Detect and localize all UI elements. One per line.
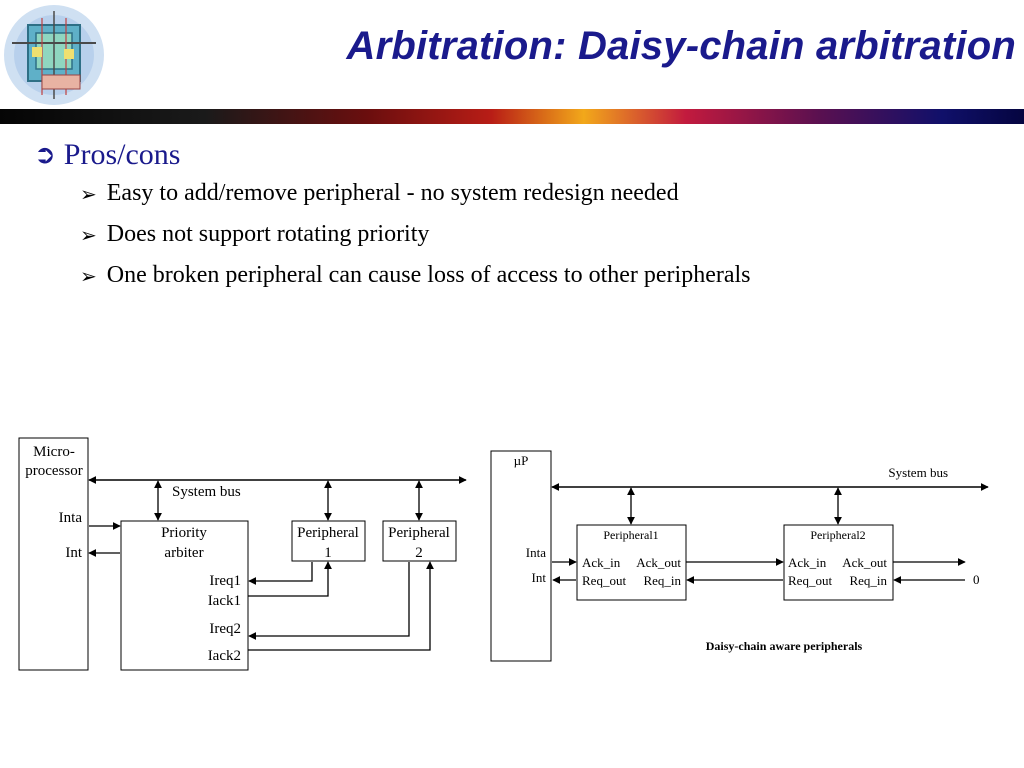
up-box <box>490 450 552 662</box>
micro-label: Micro- <box>33 444 75 460</box>
iack1-wire <box>248 561 332 597</box>
iack2-wire <box>248 561 434 651</box>
bullet-main-text: Pros/cons <box>63 138 181 171</box>
peripheral1-title: Peripheral1 <box>603 528 658 542</box>
system-bus-label: System bus <box>172 484 241 500</box>
title-divider <box>0 109 1024 124</box>
p2-req-in: Req_in <box>849 573 887 588</box>
bullet-item: ➢ One broken peripheral can cause loss o… <box>80 255 751 296</box>
pointing-arrow-icon: ➢ <box>80 222 97 247</box>
peripheral1-label: Peripheral <box>297 525 359 541</box>
priority-arbiter-box <box>120 520 249 671</box>
peripheral1-box-right <box>576 524 687 601</box>
ireq1-label: Ireq1 <box>209 573 241 589</box>
ireq1-wire <box>248 562 313 585</box>
inta-label: Inta <box>59 510 83 526</box>
bullet-list: ➲ Pros/cons ➢ Easy to add/remove periphe… <box>34 137 751 296</box>
p2-ack-in: Ack_in <box>788 555 827 570</box>
peripheral1-number: 1 <box>324 545 332 561</box>
bullet-item-text: One broken peripheral can cause loss of … <box>106 262 751 288</box>
int-label: Int <box>65 545 82 561</box>
arbiter-label: arbiter <box>164 545 203 561</box>
peripheral2-box-right <box>783 524 894 601</box>
pointing-arrow-icon: ➢ <box>80 181 97 206</box>
ireq2-wire <box>248 562 410 640</box>
arrow-right-circle-icon: ➲ <box>34 140 56 170</box>
arbitration-diagrams: Micro- processor Inta Int System bus Pri… <box>18 437 989 671</box>
p1-req-in: Req_in <box>643 573 681 588</box>
bullet-item: ➢ Easy to add/remove peripheral - no sys… <box>80 173 751 214</box>
microprocessor-box <box>18 437 89 671</box>
p2-req-out: Req_out <box>788 573 832 588</box>
peripheral2-title: Peripheral2 <box>810 528 865 542</box>
p1-req-out: Req_out <box>582 573 626 588</box>
p1-ack-in: Ack_in <box>582 555 621 570</box>
peripheral2-box <box>382 520 457 562</box>
peripheral1-box <box>291 520 366 562</box>
iack2-label: Iack2 <box>208 648 241 664</box>
priority-label: Priority <box>161 525 207 541</box>
bullet-item-text: Does not support rotating priority <box>106 221 430 247</box>
slide-title: Arbitration: Daisy-chain arbitration <box>346 24 1016 68</box>
system-bus-label-right: System bus <box>888 465 948 480</box>
logo-chip-icon <box>4 5 104 105</box>
inta-label-right: Inta <box>526 545 546 560</box>
processor-label: processor <box>25 463 82 479</box>
int-label-right: Int <box>532 570 547 585</box>
bullet-main: ➲ Pros/cons <box>34 137 751 173</box>
diagram-caption: Daisy-chain aware peripherals <box>706 639 863 653</box>
pointing-arrow-icon: ➢ <box>80 263 97 288</box>
bullet-item: ➢ Does not support rotating priority <box>80 214 751 255</box>
ireq2-label: Ireq2 <box>209 621 241 637</box>
priority-arbiter-diagram: Micro- processor Inta Int System bus Pri… <box>18 437 467 671</box>
p2-ack-out: Ack_out <box>842 555 887 570</box>
p1-ack-out: Ack_out <box>636 555 681 570</box>
iack1-label: Iack1 <box>208 593 241 609</box>
up-label: µP <box>514 453 529 468</box>
bullet-item-text: Easy to add/remove peripheral - no syste… <box>106 180 679 206</box>
zero-label: 0 <box>973 572 980 587</box>
peripheral2-number: 2 <box>415 545 423 561</box>
daisy-chain-diagram: µP Inta Int System bus Peripheral1 Ack_i… <box>490 450 989 662</box>
peripheral2-label: Peripheral <box>388 525 450 541</box>
